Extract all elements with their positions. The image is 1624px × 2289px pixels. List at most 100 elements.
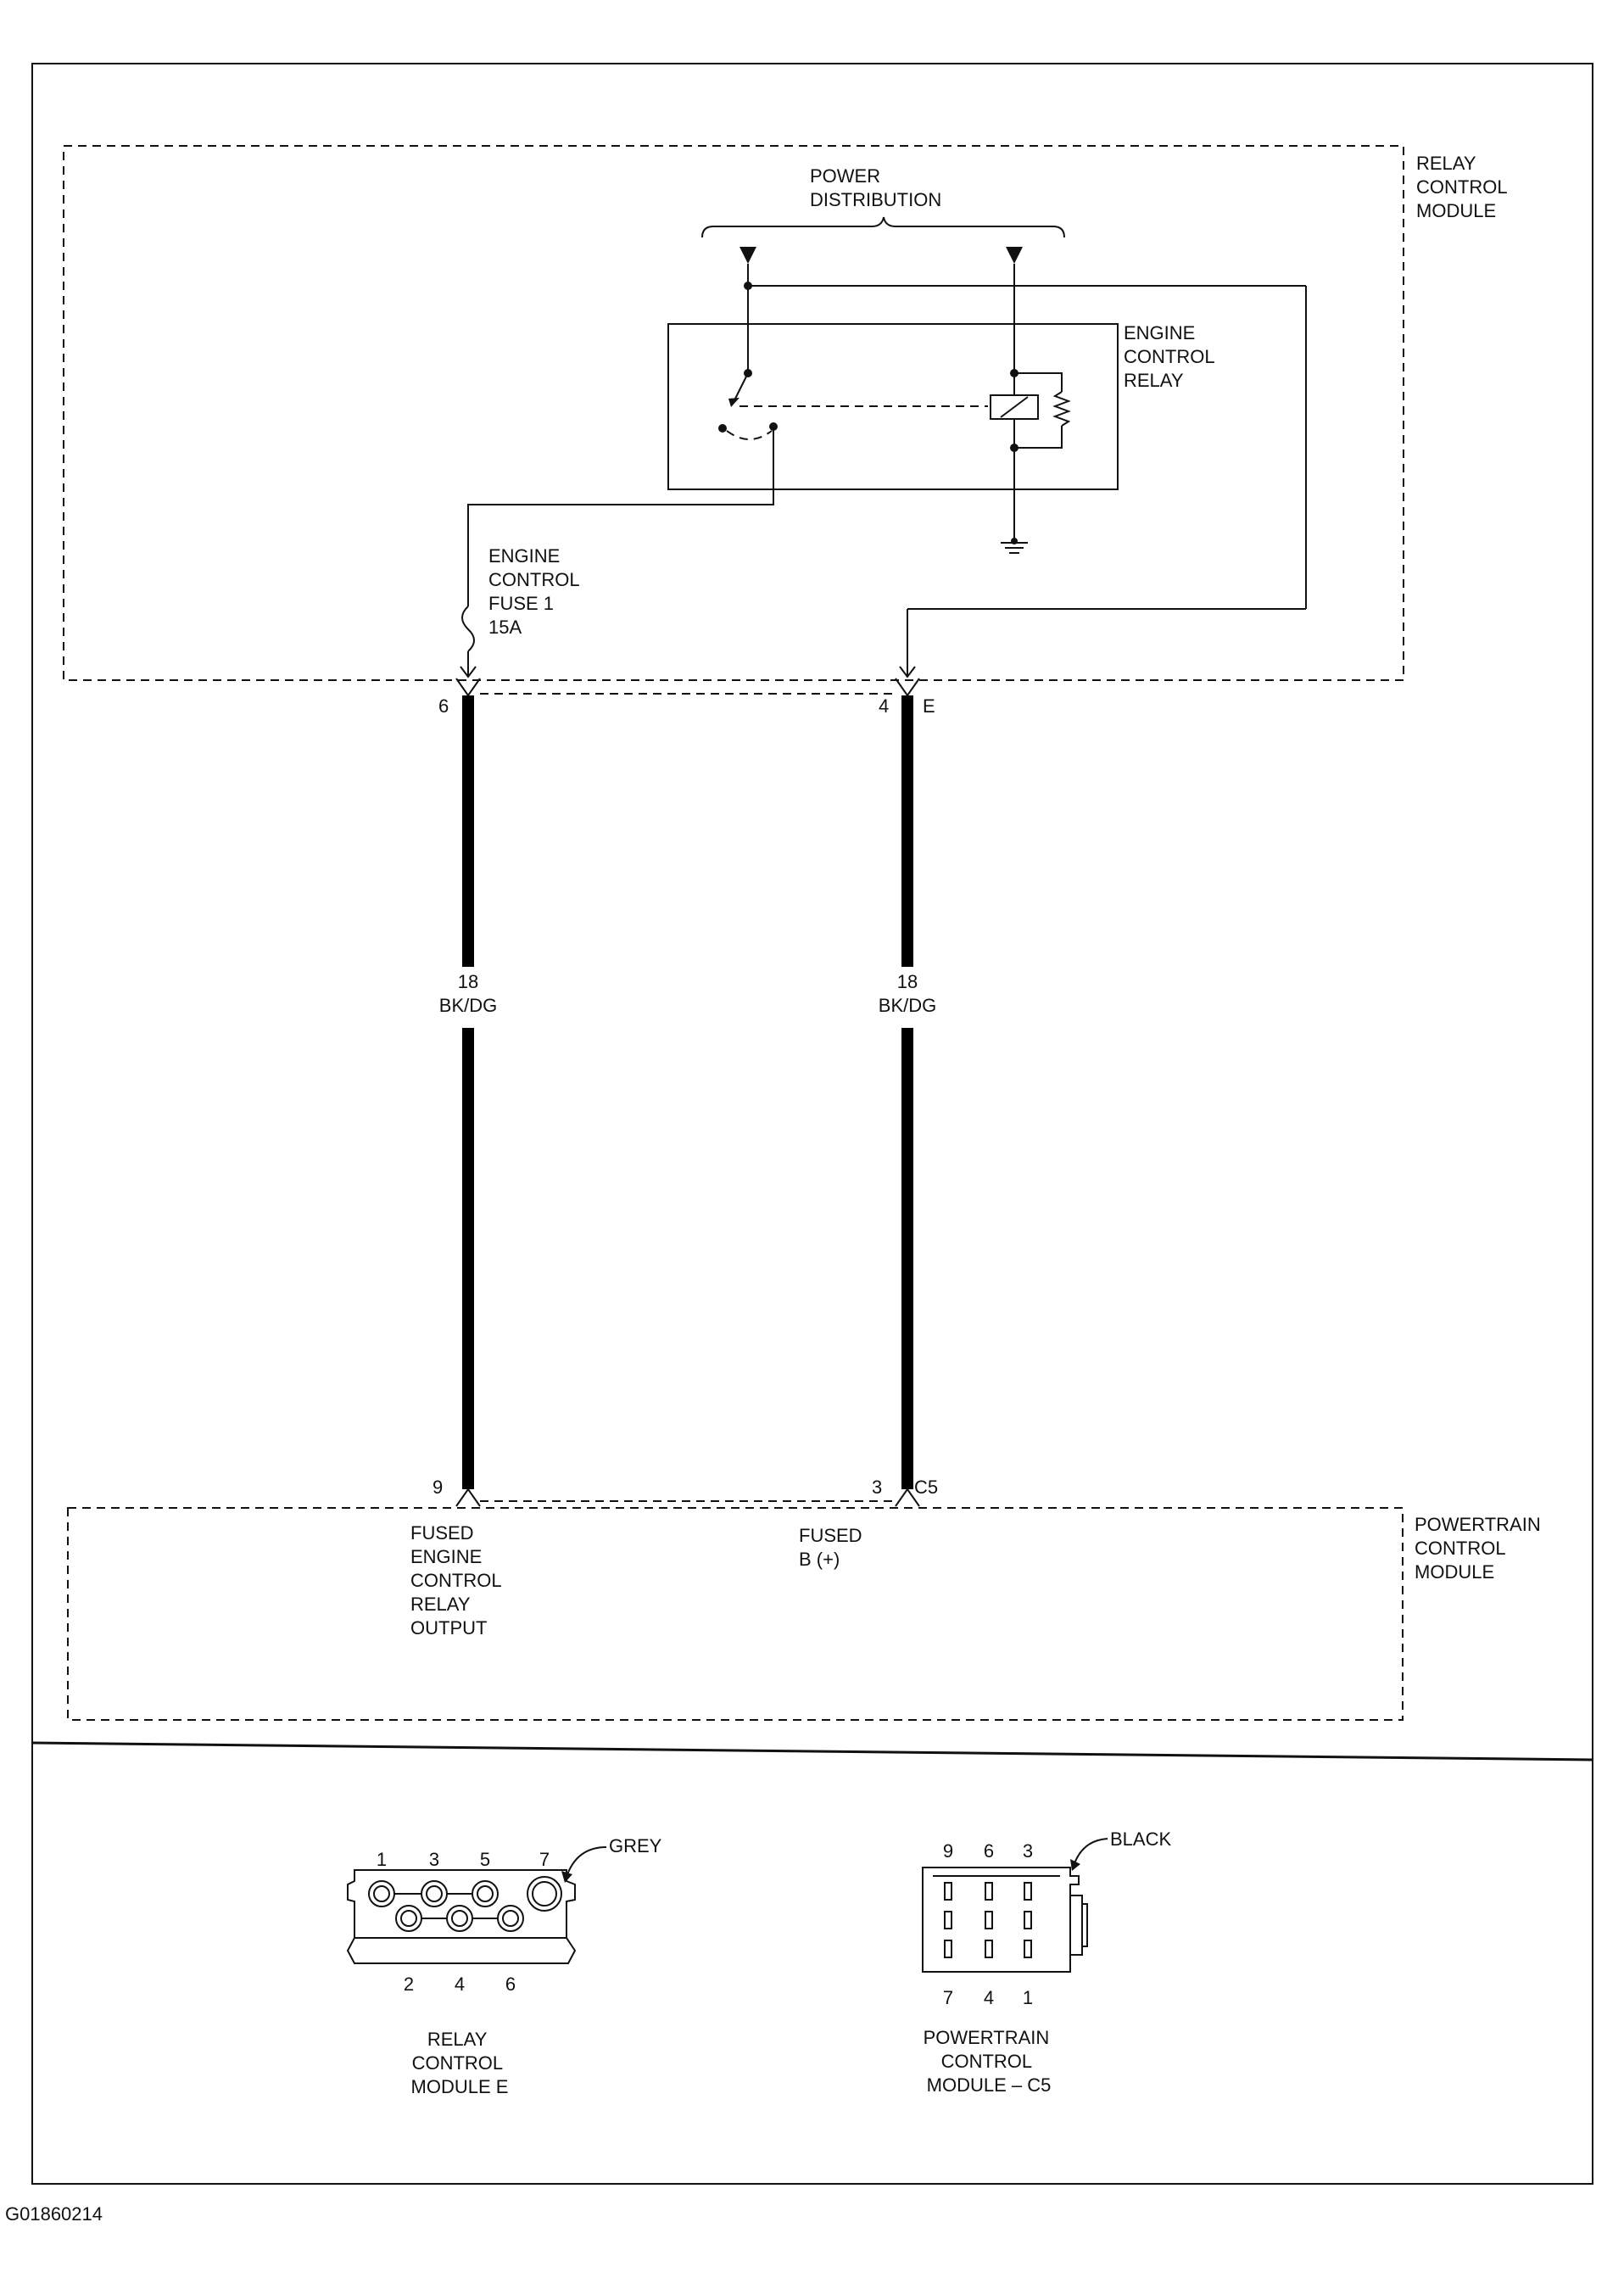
pcm-name-line-2: CONTROL	[1415, 1538, 1505, 1559]
wire-left-top-pin: 6	[438, 695, 449, 717]
connector-e-cavity-4	[446, 1905, 473, 1932]
wire-right-bottom-pin: 3	[872, 1477, 882, 1498]
svg-text:FUSED B (+): FUSED B (+)	[799, 1525, 868, 1570]
connector-e-cavity-5	[472, 1880, 499, 1907]
fuse-label-line-2: CONTROL	[488, 569, 579, 590]
relay-control-module: RELAY CONTROL MODULE	[63, 145, 1512, 681]
section-divider	[31, 1741, 1593, 1761]
connector-e-face: 1 3 5 7 GREY 2 4 6 RELAY CONTROL	[346, 1835, 662, 2097]
figure-id: G01860214	[5, 2203, 103, 2225]
relay-control-module-boundary	[63, 145, 1404, 681]
connector-c5-leader	[1073, 1838, 1108, 1867]
pcm-pin3-label-line-2: B (+)	[799, 1549, 840, 1570]
connector-e-bottom-pin-6: 6	[505, 1974, 516, 1995]
connector-e-cavity-6	[497, 1905, 524, 1932]
relay-contact-nc	[718, 424, 727, 433]
relay-control-module-name-line-1: RELAY	[1416, 153, 1476, 174]
pcm-pin9-label-line-3: CONTROL	[410, 1570, 501, 1591]
connector-c5-bottom-pin-1: 1	[1023, 1987, 1033, 2008]
power-distribution-brace	[701, 216, 1065, 238]
wire-right-color: BK/DG	[879, 995, 936, 1016]
power-distribution-label-line-2: DISTRIBUTION	[810, 189, 941, 210]
connector-e-cavity-7	[527, 1876, 562, 1912]
svg-text:RELAY CONTROL MODU: RELAY CONTROL MODULE	[1416, 153, 1512, 221]
engine-control-relay-box	[667, 323, 1119, 490]
svg-text:POWER DISTRIBUTION: POWER DISTRIBUTION	[810, 165, 941, 210]
pcm-pin9-label-line-4: RELAY	[410, 1594, 471, 1615]
connector-e-caption-line-3: MODULE E	[411, 2076, 509, 2097]
engine-control-relay-label-line-3: RELAY	[1124, 370, 1184, 391]
wire-left: 6 18 BK/DG 9	[433, 678, 497, 1507]
powertrain-control-module: POWERTRAIN CONTROL MODULE FUSED ENGINE C…	[67, 1507, 1546, 1721]
svg-text:ENGINE CONTROL FUS: ENGINE CONTROL FUSE 1 15A	[488, 545, 584, 638]
engine-control-relay-label-line-1: ENGINE	[1124, 322, 1195, 343]
connector-c5-color: BLACK	[1110, 1828, 1171, 1850]
pcm-name-line-1: POWERTRAIN	[1415, 1514, 1541, 1535]
power-feed-left-arrow	[739, 247, 756, 264]
relay-control-module-name-line-2: CONTROL	[1416, 176, 1507, 198]
power-feed-right-arrow	[1006, 247, 1023, 264]
engine-control-relay-label-line-2: CONTROL	[1124, 346, 1214, 367]
connector-c5-cavity-1	[1024, 1940, 1032, 1958]
connector-c5-top-pin-9: 9	[943, 1840, 953, 1862]
connector-c5-caption-line-3: MODULE – C5	[927, 2074, 1052, 2096]
connector-c5-bottom-pin-7: 7	[943, 1987, 953, 2008]
pcm-pin9-label-line-5: OUTPUT	[410, 1617, 487, 1639]
connector-e-cavity-3	[421, 1880, 448, 1907]
connector-e-top-pin-3: 3	[429, 1849, 439, 1870]
connector-c5-caption-line-2: CONTROL	[941, 2051, 1032, 2072]
engine-control-relay: ENGINE CONTROL RELAY	[667, 264, 1307, 678]
connector-e-bottom-pin-4: 4	[455, 1974, 465, 1995]
pcm-pin3-label-line-1: FUSED	[799, 1525, 862, 1546]
connector-c5-cavity-4	[985, 1940, 993, 1958]
connector-c5-cavity-6	[985, 1882, 993, 1901]
connector-e-top-pin-1: 1	[377, 1849, 387, 1870]
connector-c5-cavity-3	[1024, 1882, 1032, 1901]
connector-c5-bottom-pin-4: 4	[984, 1987, 994, 2008]
powertrain-control-module-boundary	[67, 1507, 1404, 1721]
fuse-label-line-3: FUSE 1	[488, 593, 554, 614]
power-distribution: POWER DISTRIBUTION	[701, 165, 1065, 264]
connector-c5-face: 9 6 3 BLACK 7 4 1 POWERTRAIN CONTROL MOD…	[922, 1828, 1171, 2096]
connector-c5-housing	[922, 1867, 1080, 1973]
connector-e-color: GREY	[609, 1835, 662, 1856]
connector-c5-cavity-9	[944, 1882, 952, 1901]
svg-text:ENGINE CONTROL REL: ENGINE CONTROL RELAY	[1124, 322, 1219, 391]
pcm-pin9-label-line-1: FUSED	[410, 1522, 474, 1544]
pcm-pin9-label-line-2: ENGINE	[410, 1546, 482, 1567]
connector-e-top-pin-5: 5	[480, 1849, 490, 1870]
connector-e-bottom-pin-2: 2	[404, 1974, 414, 1995]
connector-c5-caption-line-1: POWERTRAIN	[924, 2027, 1050, 2048]
relay-coil-resistor	[1052, 391, 1071, 427]
connector-e-cavity-2	[395, 1905, 422, 1932]
power-distribution-label-line-1: POWER	[810, 165, 880, 187]
wire-left-color: BK/DG	[439, 995, 497, 1016]
connector-e-top-pin-7: 7	[539, 1849, 550, 1870]
relay-control-module-name-line-3: MODULE	[1416, 200, 1496, 221]
svg-text:RELAY CONTROL MODU: RELAY CONTROL MODULE E	[411, 2029, 509, 2097]
connector-e-cavity-1	[368, 1880, 395, 1907]
fuse-symbol	[461, 606, 475, 652]
wire-right-bottom-connector: C5	[914, 1477, 938, 1498]
connector-e-caption-line-1: RELAY	[427, 2029, 488, 2050]
svg-text:POWERTRAIN CONTROL: POWERTRAIN CONTROL MODULE	[1415, 1514, 1546, 1583]
wire-right-gauge: 18	[897, 971, 918, 992]
outer-frame	[31, 63, 1593, 2185]
engine-control-fuse: ENGINE CONTROL FUSE 1 15A	[460, 427, 774, 678]
wire-right-top-pin: 4	[879, 695, 889, 717]
wire-right: 4 E 18 BK/DG 3 C5	[872, 678, 938, 1507]
svg-text:POWERTRAIN CONTROL: POWERTRAIN CONTROL MODULE – C5	[924, 2027, 1055, 2096]
connector-e-caption-line-2: CONTROL	[412, 2052, 503, 2074]
connector-c5-top-pin-6: 6	[984, 1840, 994, 1862]
connector-c5-cavity-7	[944, 1940, 952, 1958]
wire-right-top-connector: E	[923, 695, 935, 717]
wire-left-gauge: 18	[458, 971, 478, 992]
connector-e-leader	[566, 1846, 607, 1878]
fuse-label-line-4: 15A	[488, 617, 522, 638]
pcm-name-line-3: MODULE	[1415, 1561, 1494, 1583]
wire-left-bottom-pin: 9	[433, 1477, 443, 1498]
fuse-label-line-1: ENGINE	[488, 545, 560, 567]
svg-text:FUSED ENGINE CONTR: FUSED ENGINE CONTROL RELAY OUTPUT	[410, 1522, 506, 1639]
connector-c5-top-pin-3: 3	[1023, 1840, 1033, 1862]
